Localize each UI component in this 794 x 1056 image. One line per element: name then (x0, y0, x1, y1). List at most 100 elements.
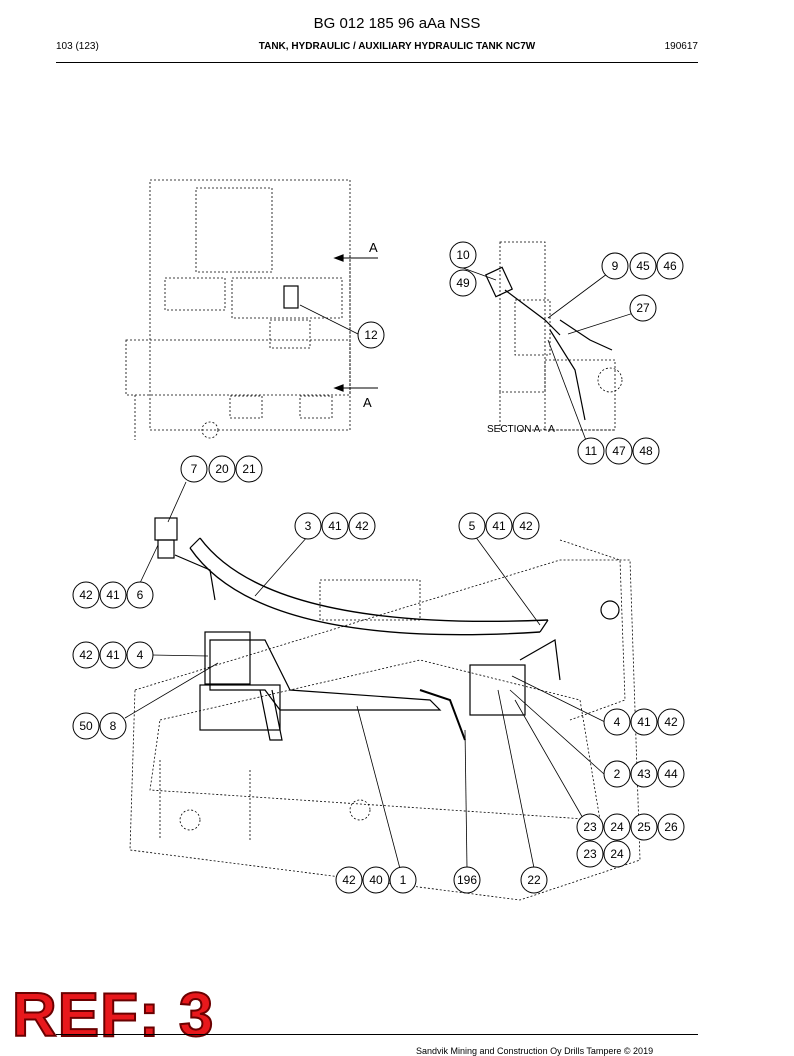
callout-circle (605, 437, 633, 465)
callout-circle (453, 866, 481, 894)
callout-number: 6 (137, 588, 144, 602)
callout-circle (294, 512, 322, 540)
callout-number: 24 (610, 847, 624, 861)
callout-number: 43 (637, 767, 651, 781)
callout-number: 3 (305, 519, 312, 533)
callout-number: 10 (456, 248, 470, 262)
callout-circle (512, 512, 540, 540)
callout-number: 11 (585, 444, 598, 458)
section-view-drawing (499, 241, 623, 431)
header-rule (56, 62, 698, 63)
callout-number: 42 (355, 519, 369, 533)
callout-number: 22 (527, 873, 541, 887)
callout-circle (603, 813, 631, 841)
footer-rule (56, 1034, 698, 1035)
callout-number: 2 (614, 767, 621, 781)
callout-number: 41 (328, 519, 342, 533)
section-marker-bottom: A (363, 395, 372, 410)
callout-circle (99, 712, 127, 740)
callout-circle (72, 641, 100, 669)
callout-number: 41 (637, 715, 651, 729)
callout-circle (321, 512, 349, 540)
callout-number: 20 (215, 462, 229, 476)
date-code: 190617 (664, 41, 698, 52)
callout-number: 41 (106, 648, 120, 662)
callout-number: 27 (636, 301, 650, 315)
callout-number: 45 (636, 259, 650, 273)
callout-number: 42 (79, 588, 93, 602)
callout-number: 48 (639, 444, 653, 458)
callout-number: 41 (106, 588, 120, 602)
callout-circle (458, 512, 486, 540)
section-view-label: SECTION A - A (487, 424, 555, 435)
callout-circle (603, 840, 631, 868)
callout-number: 44 (664, 767, 678, 781)
callout-number: 50 (79, 719, 93, 733)
callout-number: 41 (492, 519, 506, 533)
callout-number: 9 (612, 259, 619, 273)
callout-circle (99, 581, 127, 609)
callout-circle (362, 866, 390, 894)
callout-number: 42 (664, 715, 678, 729)
callout-circle (180, 455, 208, 483)
callout-number: 46 (663, 259, 677, 273)
reference-stamp: REF: 3 (11, 981, 215, 1050)
callout-number: 1 (400, 873, 407, 887)
callout-number: 49 (456, 276, 470, 290)
callout-number: 47 (612, 444, 626, 458)
callout-number: 196 (457, 873, 477, 887)
callout-circle (603, 760, 631, 788)
callout-circle (657, 760, 685, 788)
top-view-drawing (125, 179, 351, 440)
callout-number: 5 (469, 519, 476, 533)
callout-number: 25 (637, 820, 651, 834)
callout-number: 24 (610, 820, 624, 834)
callout-number: 4 (137, 648, 144, 662)
callout-circle (348, 512, 376, 540)
callout-circle (632, 437, 660, 465)
callout-circle (99, 641, 127, 669)
callout-number: 42 (519, 519, 533, 533)
callout-circle (208, 455, 236, 483)
callout-circle (235, 455, 263, 483)
callout-circle (656, 252, 684, 280)
page-number: 103 (123) (56, 41, 99, 52)
callout-number: 42 (79, 648, 93, 662)
callout-number: 7 (191, 462, 198, 476)
callout-circle (629, 294, 657, 322)
callout-number: 42 (342, 873, 356, 887)
callout-circle (577, 437, 605, 465)
callout-circle (603, 708, 631, 736)
callout-circle (389, 866, 417, 894)
callout-number: 26 (664, 820, 678, 834)
callout-circle (126, 581, 154, 609)
callout-number: 12 (364, 328, 378, 342)
callout-circle (485, 512, 513, 540)
callout-circle (630, 708, 658, 736)
main-view-drawing (129, 539, 641, 901)
callout-circle (520, 866, 548, 894)
callout-circle (72, 712, 100, 740)
callout-circle (657, 813, 685, 841)
callout-circle (657, 708, 685, 736)
callout-circle (630, 813, 658, 841)
callout-circle (629, 252, 657, 280)
callout-circle (449, 269, 477, 297)
callout-number: 21 (242, 462, 256, 476)
section-title: TANK, HYDRAULIC / AUXILIARY HYDRAULIC TA… (258, 41, 536, 52)
callout-circle (126, 641, 154, 669)
footer-copyright: Sandvik Mining and Construction Oy Drill… (416, 1046, 654, 1056)
callout-circle (601, 252, 629, 280)
document-title: BG 012 185 96 aAa NSS (313, 15, 481, 32)
callout-circle (576, 840, 604, 868)
callout-number: 40 (369, 873, 383, 887)
callout-number: 23 (583, 847, 597, 861)
callout-circle (630, 760, 658, 788)
callout-circle (449, 241, 477, 269)
callout-number: 8 (110, 719, 117, 733)
callout-circle (335, 866, 363, 894)
callout-circle (357, 321, 385, 349)
callout-number: 23 (583, 820, 597, 834)
